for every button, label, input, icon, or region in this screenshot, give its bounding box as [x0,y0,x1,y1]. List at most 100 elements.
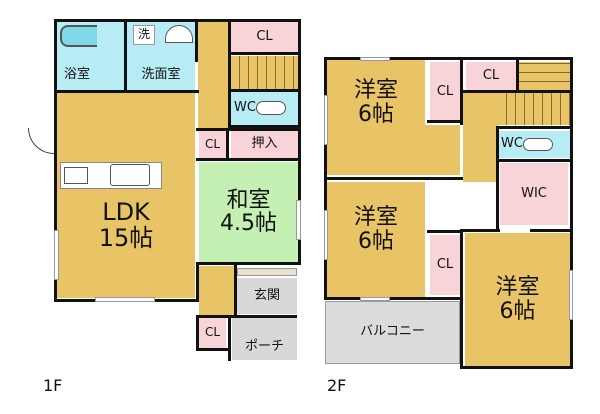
room-bath-label: 浴室 [63,66,90,82]
balcony-label: バルコニー [360,324,425,340]
wall [460,229,463,369]
stairs-2f [519,62,570,90]
room-yoshitsu-3: 洋室 6帖 [465,233,570,366]
closet-mid-1f-label: CL [204,136,221,151]
ldk-size: 15帖 [98,223,154,252]
wall [496,159,573,162]
wall [324,297,463,300]
room3-name: 洋室 [495,275,540,301]
wall [228,52,300,55]
room1-ext [425,125,460,175]
room-closet-bottom-1f: CL [199,318,226,348]
stove-icon [64,167,88,184]
room-closet-2f-2: CL [430,235,460,295]
kitchen-sink-icon [110,164,150,186]
washitsu-name: 和室 [226,187,271,213]
window [360,57,390,61]
wall [324,57,573,60]
room-yoshitsu-1: 洋室 6帖 [327,60,425,175]
stairs-2f-lower [498,92,570,125]
wall [228,315,231,361]
closet-top-1f-label: CL [256,28,273,44]
room-washitsu: 和室 4.5帖 [199,162,298,262]
room-oshiire: 押入 [231,131,298,158]
room1-name: 洋室 [353,78,398,104]
closet-2f-2-label: CL [436,256,454,272]
floor-label-2f: 2F [327,376,347,395]
genkan-step [237,268,297,276]
wall [298,19,301,262]
room-yoshitsu-2: 洋室 6帖 [327,182,425,297]
wall [196,128,300,131]
window [569,270,573,320]
room-wc-2f: WC [498,131,570,158]
wall [196,315,199,350]
room-porch: ポーチ [232,318,297,360]
hallway-2f [463,92,498,182]
wall [530,229,573,232]
porch-label: ポーチ [244,338,284,354]
wall [195,22,198,62]
room-closet-2f-top: CL [466,62,516,90]
wall [54,90,199,93]
wall [427,230,463,233]
washitsu-size: 4.5帖 [220,211,277,236]
wic-label: WIC [521,185,547,201]
wall [226,128,229,161]
wc-2f-label: WC [501,136,523,152]
room-balcony: バルコニー [325,301,460,364]
window [54,230,59,280]
closet-bottom-1f-label: CL [204,325,221,340]
oshiire-label: 押入 [251,136,278,152]
wall [124,22,127,90]
window [296,200,301,240]
room-ldk: LDK 15帖 [57,93,195,298]
wc-1f-label: WC [234,100,256,116]
wall [460,366,573,369]
closet-2f-1-label: CL [436,83,454,99]
room2-size: 6帖 [358,228,394,254]
window [95,297,155,302]
room-genkan: 玄関 [237,278,297,314]
wall [570,57,573,369]
wall [196,262,301,265]
floor-label-1f: 1F [43,376,63,395]
room-closet-2f-1: CL [430,62,460,122]
genkan-label: 玄関 [253,287,280,303]
wall [196,315,297,318]
room3-size: 6帖 [499,298,536,324]
wall [228,125,300,128]
room-washroom-label: 洗面室 [141,66,181,82]
wall [460,57,463,125]
door-arc-icon [28,128,54,154]
room2-name: 洋室 [353,205,398,231]
window [324,210,328,260]
toilet-icon [256,101,286,115]
wall [496,126,573,129]
wall [463,90,573,93]
stairs-1f [231,56,298,89]
wall [460,229,500,232]
wall [516,57,519,92]
toilet-icon [523,138,553,151]
room1-size: 6帖 [358,101,394,127]
wall [54,19,57,302]
washer-space: 洗 [133,25,155,45]
wall [496,126,499,230]
hallway-1f [198,22,228,132]
closet-2f-top-label: CL [482,67,500,83]
ldk-name: LDK [102,198,150,227]
room-bath-lower [97,22,124,90]
room-wic: WIC [500,163,568,225]
wall [196,158,300,161]
wall [228,22,231,130]
room-closet-top-1f: CL [231,22,298,52]
wall [427,120,463,123]
wall [196,265,199,302]
window [360,297,390,301]
hallway-lower-1f [199,266,234,316]
wall [234,265,237,315]
room-closet-mid-1f: CL [199,131,226,158]
wall [228,89,300,92]
wall [54,19,301,22]
